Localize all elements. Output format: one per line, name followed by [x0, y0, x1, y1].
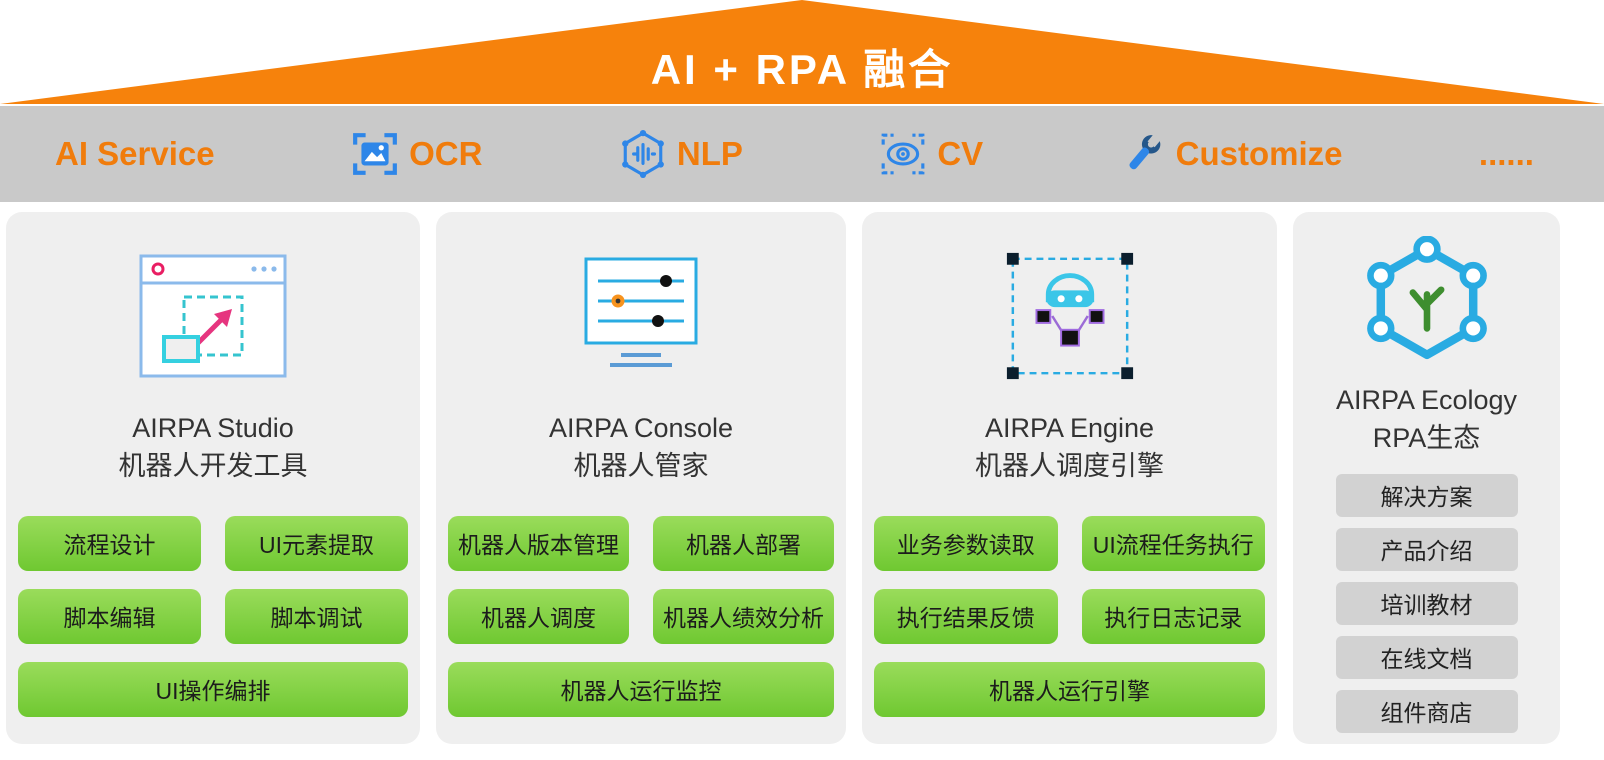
roof-banner: AI + RPA 融合 [0, 0, 1604, 104]
more-dots-label: ...... [1478, 135, 1534, 172]
feature-chip: UI流程任务执行 [1081, 515, 1265, 571]
panel-airpa-engine: AIRPA Engine 机器人调度引擎 业务参数读取 UI流程任务执行 执行结… [862, 212, 1277, 744]
ecology-link-list: 解决方案 产品介绍 培训教材 在线文档 组件商店 [1335, 473, 1518, 733]
feature-chip: 脚本调试 [225, 588, 408, 644]
ai-bar-item-ocr: OCR [351, 130, 482, 178]
panel-title-en: AIRPA Console [548, 413, 734, 443]
panel-title-zh: RPA生态 [1372, 422, 1481, 453]
feature-button-grid: 业务参数读取 UI流程任务执行 执行结果反馈 执行日志记录 机器人运行引擎 [872, 515, 1267, 717]
cv-eye-icon [879, 130, 927, 178]
panel-title: AIRPA Studio 机器人开发工具 [119, 410, 308, 486]
ai-service-label: AI Service [55, 135, 215, 172]
panel-title-zh: 机器人管家 [573, 450, 709, 481]
ecology-chip: 组件商店 [1335, 689, 1518, 733]
panel-airpa-console: AIRPA Console 机器人管家 机器人版本管理 机器人部署 机器人调度 … [436, 212, 846, 744]
feature-chip: 机器人绩效分析 [653, 588, 834, 644]
feature-chip: 执行日志记录 [1081, 588, 1265, 644]
panel-airpa-ecology: AIRPA Ecology RPA生态 解决方案 产品介绍 培训教材 在线文档 … [1293, 212, 1560, 744]
ai-bar-item-ai-service: AI Service [55, 135, 215, 173]
ai-service-bar: AI Service OCR NLP [0, 106, 1604, 202]
feature-chip: 业务参数读取 [874, 515, 1058, 571]
panel-airpa-studio: AIRPA Studio 机器人开发工具 流程设计 UI元素提取 脚本编辑 脚本… [6, 212, 420, 744]
feature-chip-wide: 机器人运行引擎 [874, 661, 1265, 717]
engine-robot-icon [1001, 236, 1139, 396]
console-sliders-icon [566, 236, 716, 396]
panel-title: AIRPA Console 机器人管家 [549, 410, 733, 486]
ai-bar-item-customize: Customize [1120, 131, 1343, 177]
ai-bar-item-cv: CV [879, 130, 983, 178]
panel-title: AIRPA Engine 机器人调度引擎 [975, 410, 1164, 486]
panel-title-en: AIRPA Engine [984, 413, 1155, 443]
product-panels: AIRPA Studio 机器人开发工具 流程设计 UI元素提取 脚本编辑 脚本… [0, 202, 1604, 744]
feature-button-grid: 机器人版本管理 机器人部署 机器人调度 机器人绩效分析 机器人运行监控 [446, 515, 836, 717]
panel-title-zh: 机器人开发工具 [118, 450, 308, 481]
feature-button-grid: 流程设计 UI元素提取 脚本编辑 脚本调试 UI操作编排 [16, 515, 410, 717]
ai-bar-item-nlp: NLP [619, 130, 743, 178]
customize-label: Customize [1175, 135, 1343, 172]
ecology-chip: 解决方案 [1335, 473, 1518, 517]
ai-bar-item-more: ...... [1479, 135, 1534, 173]
nlp-network-icon [619, 130, 667, 178]
feature-chip: 脚本编辑 [18, 588, 201, 644]
panel-title: AIRPA Ecology RPA生态 [1336, 382, 1517, 458]
roof-title: AI + RPA 融合 [650, 46, 954, 93]
ecology-network-icon [1361, 236, 1493, 368]
ocr-label: OCR [409, 135, 483, 172]
cv-label: CV [937, 135, 984, 172]
roof-shape [0, 0, 1604, 104]
panel-title-en: AIRPA Ecology [1335, 385, 1518, 415]
feature-chip: 机器人版本管理 [448, 515, 629, 571]
studio-window-icon [138, 236, 288, 396]
ecology-chip: 产品介绍 [1335, 527, 1518, 571]
feature-chip-wide: UI操作编排 [18, 661, 408, 717]
feature-chip: 执行结果反馈 [874, 588, 1058, 644]
feature-chip: UI元素提取 [225, 515, 408, 571]
feature-chip: 机器人部署 [653, 515, 834, 571]
ecology-chip: 在线文档 [1335, 635, 1518, 679]
nlp-label: NLP [676, 135, 743, 172]
panel-title-en: AIRPA Studio [132, 413, 294, 443]
panel-title-zh: 机器人调度引擎 [975, 450, 1164, 481]
wrench-icon [1120, 131, 1166, 177]
ecology-chip: 培训教材 [1335, 581, 1518, 625]
feature-chip: 机器人调度 [448, 588, 629, 644]
feature-chip-wide: 机器人运行监控 [448, 661, 834, 717]
feature-chip: 流程设计 [18, 515, 201, 571]
ocr-image-icon [351, 130, 399, 178]
